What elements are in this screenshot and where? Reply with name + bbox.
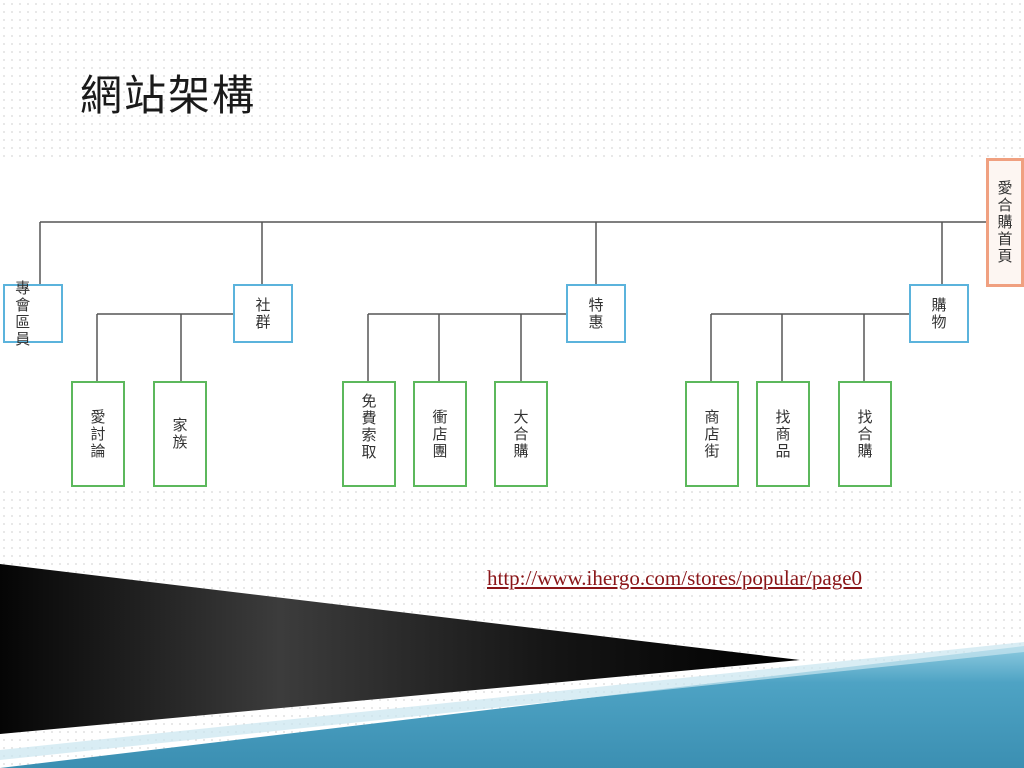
community-label: 社群 (255, 295, 271, 331)
slide-title: 網站架構 (80, 71, 257, 120)
family-node: 家族 (153, 381, 207, 487)
community-node: 社群 (233, 284, 293, 343)
family-label: 家族 (172, 416, 188, 451)
black-wedge (0, 564, 800, 734)
shopping-node: 購物 (909, 284, 969, 343)
group-buy-node: 大合購 (494, 381, 548, 487)
members-area-node: 專會區員 (3, 279, 63, 347)
site-structure-diagram: 愛合購首頁 專會區員 社群 特惠 購物 愛討論 家族 免費索取 衝店團 大合購 … (0, 158, 1024, 488)
deals-label: 特惠 (588, 295, 604, 331)
store-street-node: 商店街 (685, 381, 739, 487)
deals-node: 特惠 (566, 284, 626, 343)
store-rush-label: 衝店團 (432, 407, 448, 460)
source-url-link[interactable]: http://www.ihergo.com/stores/popular/pag… (487, 566, 863, 590)
store-street-label: 商店街 (704, 407, 720, 460)
find-group-buy-node: 找合購 (838, 381, 892, 487)
store-rush-node: 衝店團 (413, 381, 467, 487)
root-node-label: 愛合購首頁 (997, 179, 1013, 265)
free-sample-label: 免費索取 (361, 393, 377, 461)
connector-lines (39, 221, 988, 381)
members-area-label: 專會區員 (15, 278, 31, 348)
discussion-node: 愛討論 (71, 381, 125, 487)
shopping-label: 購物 (931, 295, 947, 331)
find-products-node: 找商品 (756, 381, 810, 487)
light-band-edge (0, 642, 1024, 760)
group-buy-label: 大合購 (513, 407, 529, 460)
find-products-label: 找商品 (775, 407, 791, 460)
free-sample-node: 免費索取 (342, 381, 396, 487)
find-group-buy-label: 找合購 (857, 407, 873, 460)
root-node: 愛合購首頁 (986, 158, 1024, 287)
discussion-label: 愛討論 (90, 407, 106, 460)
